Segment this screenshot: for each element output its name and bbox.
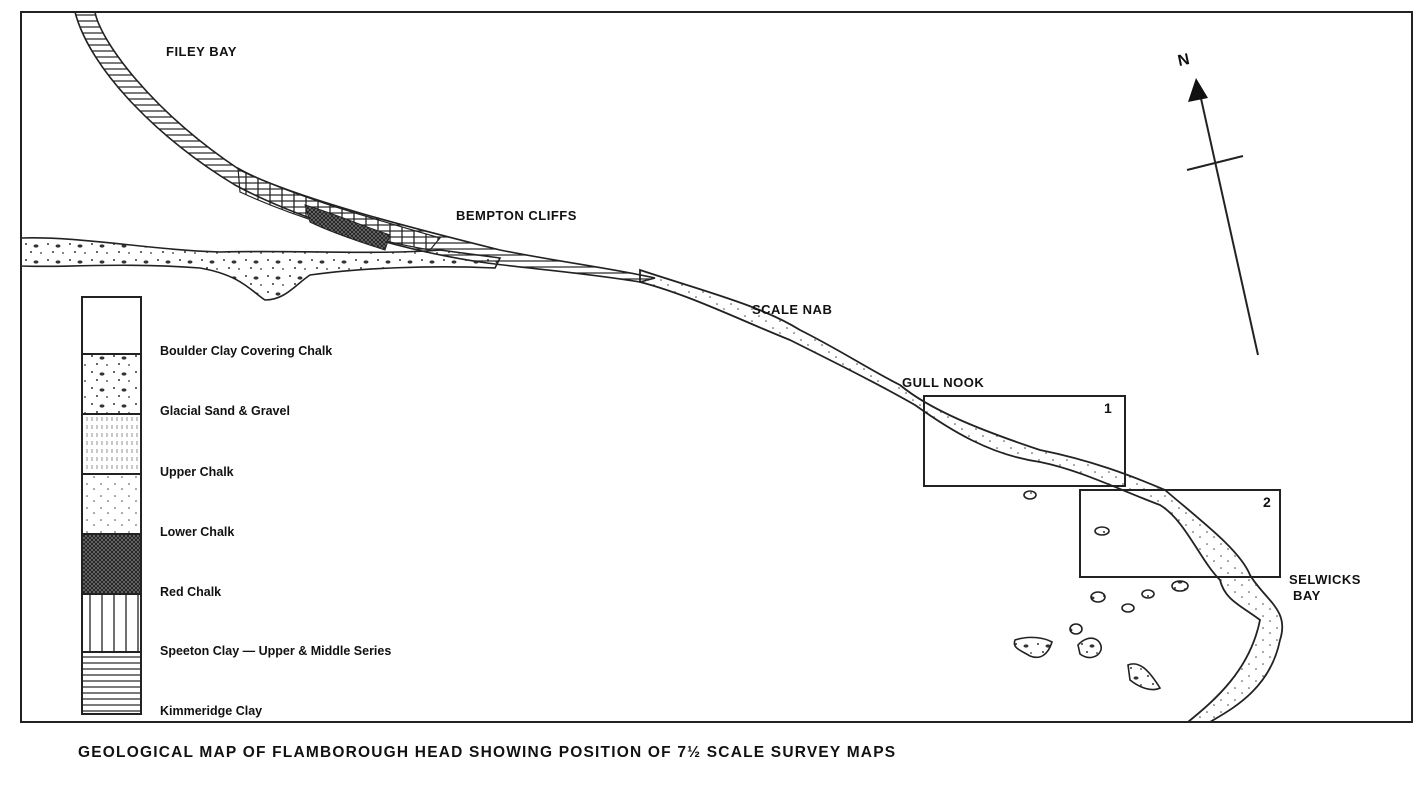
legend-label-boulder-clay: Boulder Clay Covering Chalk — [160, 344, 333, 358]
survey-map-1-number: 1 — [1104, 400, 1112, 416]
legend-label-glacial-sand: Glacial Sand & Gravel — [160, 404, 290, 418]
chalk-coast-strip — [639, 268, 1284, 723]
red-chalk-patch — [304, 204, 391, 251]
legend-swatch-boulder-clay — [81, 296, 142, 355]
north-arrow-icon — [1186, 78, 1259, 356]
legend-label-red-chalk: Red Chalk — [160, 585, 222, 599]
label-gull-nook: GULL NOOK — [902, 375, 985, 390]
label-bempton-cliffs: BEMPTON CLIFFS — [456, 208, 577, 223]
glacial-sand-band — [20, 237, 502, 301]
survey-map-2-outline — [1079, 489, 1281, 578]
offshore-rocks — [1013, 490, 1189, 691]
label-bay: BAY — [1293, 588, 1321, 603]
legend-swatch-red-chalk — [81, 533, 142, 595]
legend-swatch-glacial-sand — [81, 353, 142, 415]
legend-label-upper-chalk: Upper Chalk — [160, 465, 234, 479]
legend-swatch-kimmeridge-clay — [81, 651, 142, 715]
legend-swatch-speeton-clay — [81, 593, 142, 653]
speeton-clay-band — [237, 166, 442, 251]
label-filey-bay: FILEY BAY — [166, 44, 237, 59]
legend-swatch-lower-chalk — [81, 473, 142, 535]
label-scale-nab: SCALE NAB — [752, 302, 833, 317]
survey-map-1-outline — [923, 395, 1126, 487]
legend-label-kimmeridge-clay: Kimmeridge Clay — [160, 704, 263, 718]
legend-label-lower-chalk: Lower Chalk — [160, 525, 235, 539]
survey-map-2-number: 2 — [1263, 494, 1271, 510]
map-frame — [20, 11, 1413, 723]
map-caption: GEOLOGICAL MAP OF FLAMBOROUGH HEAD SHOWI… — [78, 744, 897, 761]
label-selwicks: SELWICKS — [1289, 572, 1361, 587]
legend-column — [81, 296, 142, 715]
legend-label-speeton-clay: Speeton Clay — Upper & Middle Series — [160, 644, 392, 658]
legend-swatch-upper-chalk — [81, 413, 142, 475]
